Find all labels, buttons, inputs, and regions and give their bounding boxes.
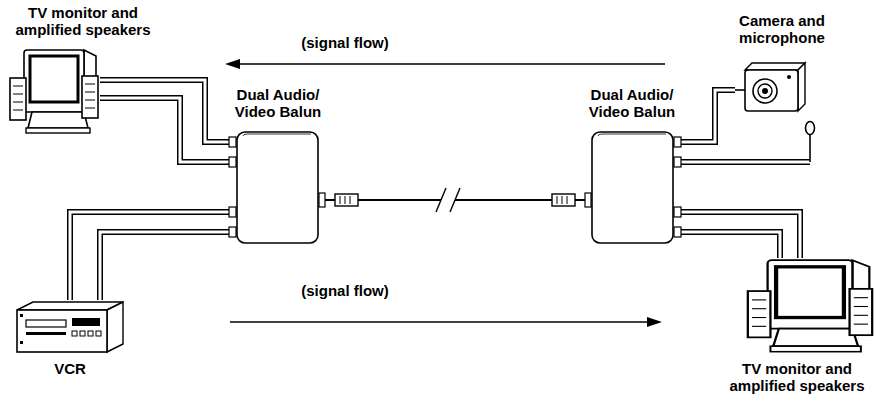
balun-box <box>585 132 681 243</box>
tv-monitor-icon <box>748 260 872 351</box>
device-label: Dual Audio/ Video Balun <box>218 86 338 121</box>
device-node: Dual Audio/ Video Balun <box>590 130 675 245</box>
rj-plug <box>335 194 358 206</box>
cable-connector <box>70 212 235 300</box>
device-label: Camera and microphone <box>726 12 838 47</box>
device-node: Dual Audio/ Video Balun <box>235 130 320 245</box>
device-node: Camera and microphone <box>735 60 815 162</box>
tv-monitor-icon <box>10 50 98 133</box>
camera-icon <box>735 63 805 111</box>
balun-box <box>229 132 325 243</box>
microphone-icon <box>806 122 815 163</box>
device-label: TV monitor and amplified speakers <box>720 360 874 395</box>
rj-plug <box>552 194 575 206</box>
device-node: VCR <box>15 300 125 355</box>
signal-flow-label: (signal flow) <box>280 34 410 51</box>
device-node: TV monitor and amplified speakers <box>745 258 875 355</box>
device-label: VCR <box>30 360 110 377</box>
vcr-icon <box>17 302 123 352</box>
cable-break <box>436 188 460 212</box>
signal-flow-label: (signal flow) <box>280 282 410 299</box>
device-label: Dual Audio/ Video Balun <box>572 86 692 121</box>
cable-connector <box>675 212 800 258</box>
device-label: TV monitor and amplified speakers <box>4 4 162 39</box>
signal-flow-arrow <box>230 317 662 327</box>
cable-connector <box>100 80 235 162</box>
signal-flow-arrow <box>225 59 665 69</box>
device-node: TV monitor and amplified speakers <box>8 48 100 136</box>
